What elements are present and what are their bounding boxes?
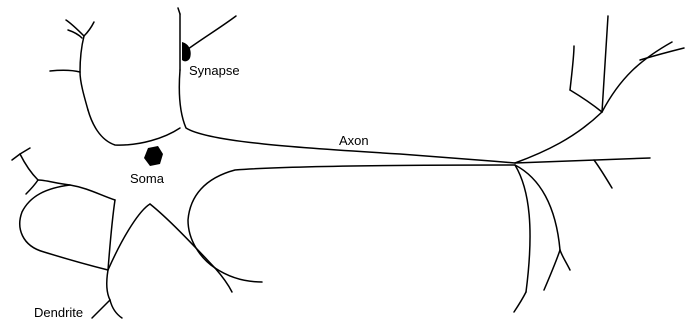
cell-body-outline-lower	[188, 165, 515, 268]
axon-label: Axon	[339, 134, 369, 147]
soma-label: Soma	[130, 172, 164, 185]
cell-body-outline-upper	[179, 70, 515, 163]
dendrites-top	[50, 8, 236, 110]
synapse-marker	[182, 42, 191, 61]
axon-terminals	[514, 16, 684, 312]
cell-body-left-upper	[88, 110, 180, 145]
dendrites-bottom	[20, 185, 262, 318]
dendrite-label: Dendrite	[34, 306, 83, 319]
synapse-label: Synapse	[189, 64, 240, 77]
soma-nucleus	[144, 146, 163, 166]
dendrites-left	[12, 148, 38, 194]
